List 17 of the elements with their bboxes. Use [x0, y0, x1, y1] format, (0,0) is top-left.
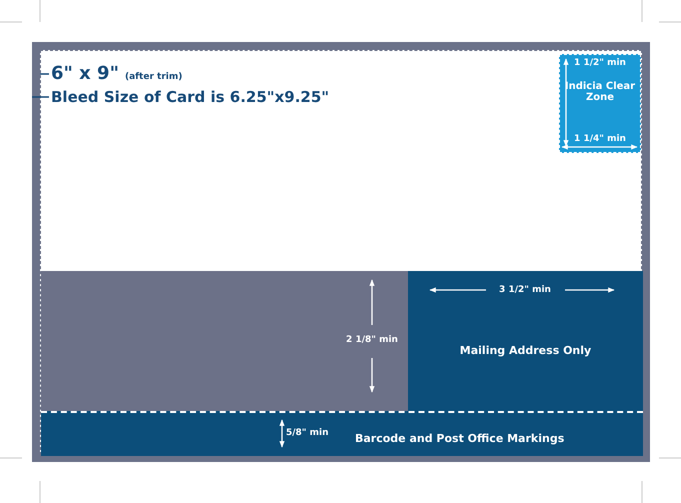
bleed-size-label-text: Bleed Size of Card is 6.25"x9.25": [51, 88, 330, 106]
barcode-band: [41, 411, 643, 456]
dimension-label: 3 1/2" min: [498, 285, 552, 295]
note-text: (after trim): [124, 72, 182, 82]
artwork-area: [41, 271, 408, 411]
barcode-band-text: Barcode and Post Office Markings: [355, 432, 564, 445]
mailing-address-area-text: Mailing Address Only: [458, 344, 592, 357]
dimension-label: 1 1/4" min: [573, 134, 627, 144]
leader-line: [40, 73, 49, 75]
dimension-label: 2 1/8" min: [345, 335, 399, 345]
dimension-label: 5/8" min: [286, 428, 326, 438]
indicia-zone-text: Indicia Clear Zone: [564, 81, 636, 103]
size-label-text: 6" x 9": [51, 63, 119, 84]
indicia-zone: [559, 54, 641, 153]
mailing-address-area: [408, 271, 643, 411]
leader-line: [32, 96, 49, 98]
dimension-label: 1 1/2" min: [573, 58, 627, 68]
